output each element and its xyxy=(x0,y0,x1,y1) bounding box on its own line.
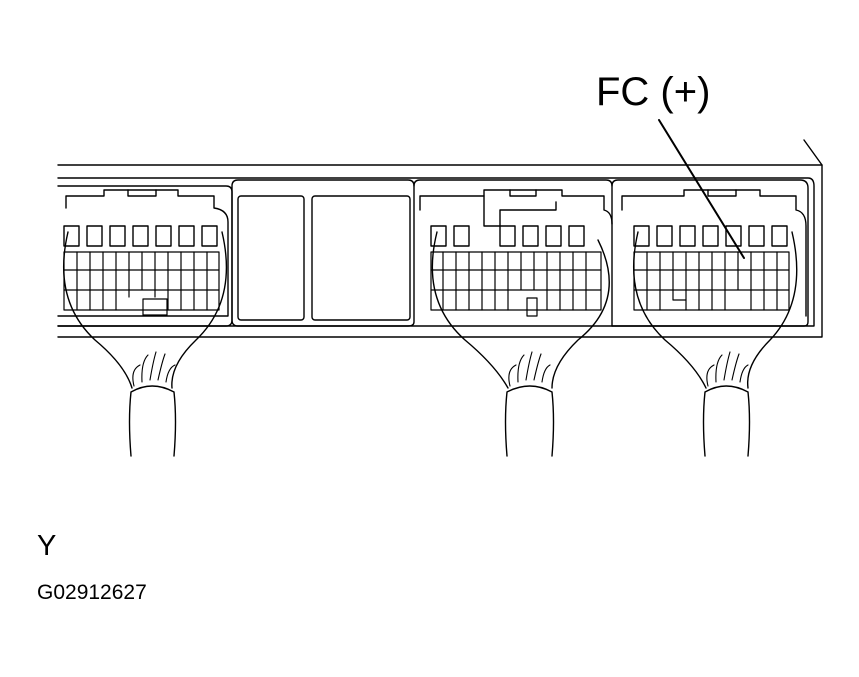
figure-code: G02912627 xyxy=(37,581,147,604)
connector-right xyxy=(611,179,809,457)
harness-loop-middle xyxy=(431,231,610,389)
blank-cavity-section xyxy=(231,179,415,327)
pin-grid xyxy=(63,251,220,316)
ecu-housing xyxy=(57,139,823,338)
pin-row-top xyxy=(633,225,788,247)
harness-wires-left xyxy=(132,351,176,387)
harness-middle xyxy=(504,385,555,457)
pin-row-top xyxy=(430,225,585,247)
harness-wires-right xyxy=(706,351,749,387)
pin-row-top xyxy=(63,225,218,247)
callout-leader-line xyxy=(658,119,745,259)
view-letter: Y xyxy=(37,530,57,562)
harness-left xyxy=(128,385,177,457)
pin-grid xyxy=(430,251,602,317)
callout-label: FC (+) xyxy=(596,70,711,114)
harness-loop-right xyxy=(632,231,798,389)
harness-loop-left xyxy=(62,231,228,389)
harness-right xyxy=(702,385,751,457)
harness-wires-middle xyxy=(508,351,551,387)
connector-left xyxy=(57,185,233,457)
connector-middle xyxy=(413,179,613,457)
pin-grid xyxy=(633,251,790,311)
